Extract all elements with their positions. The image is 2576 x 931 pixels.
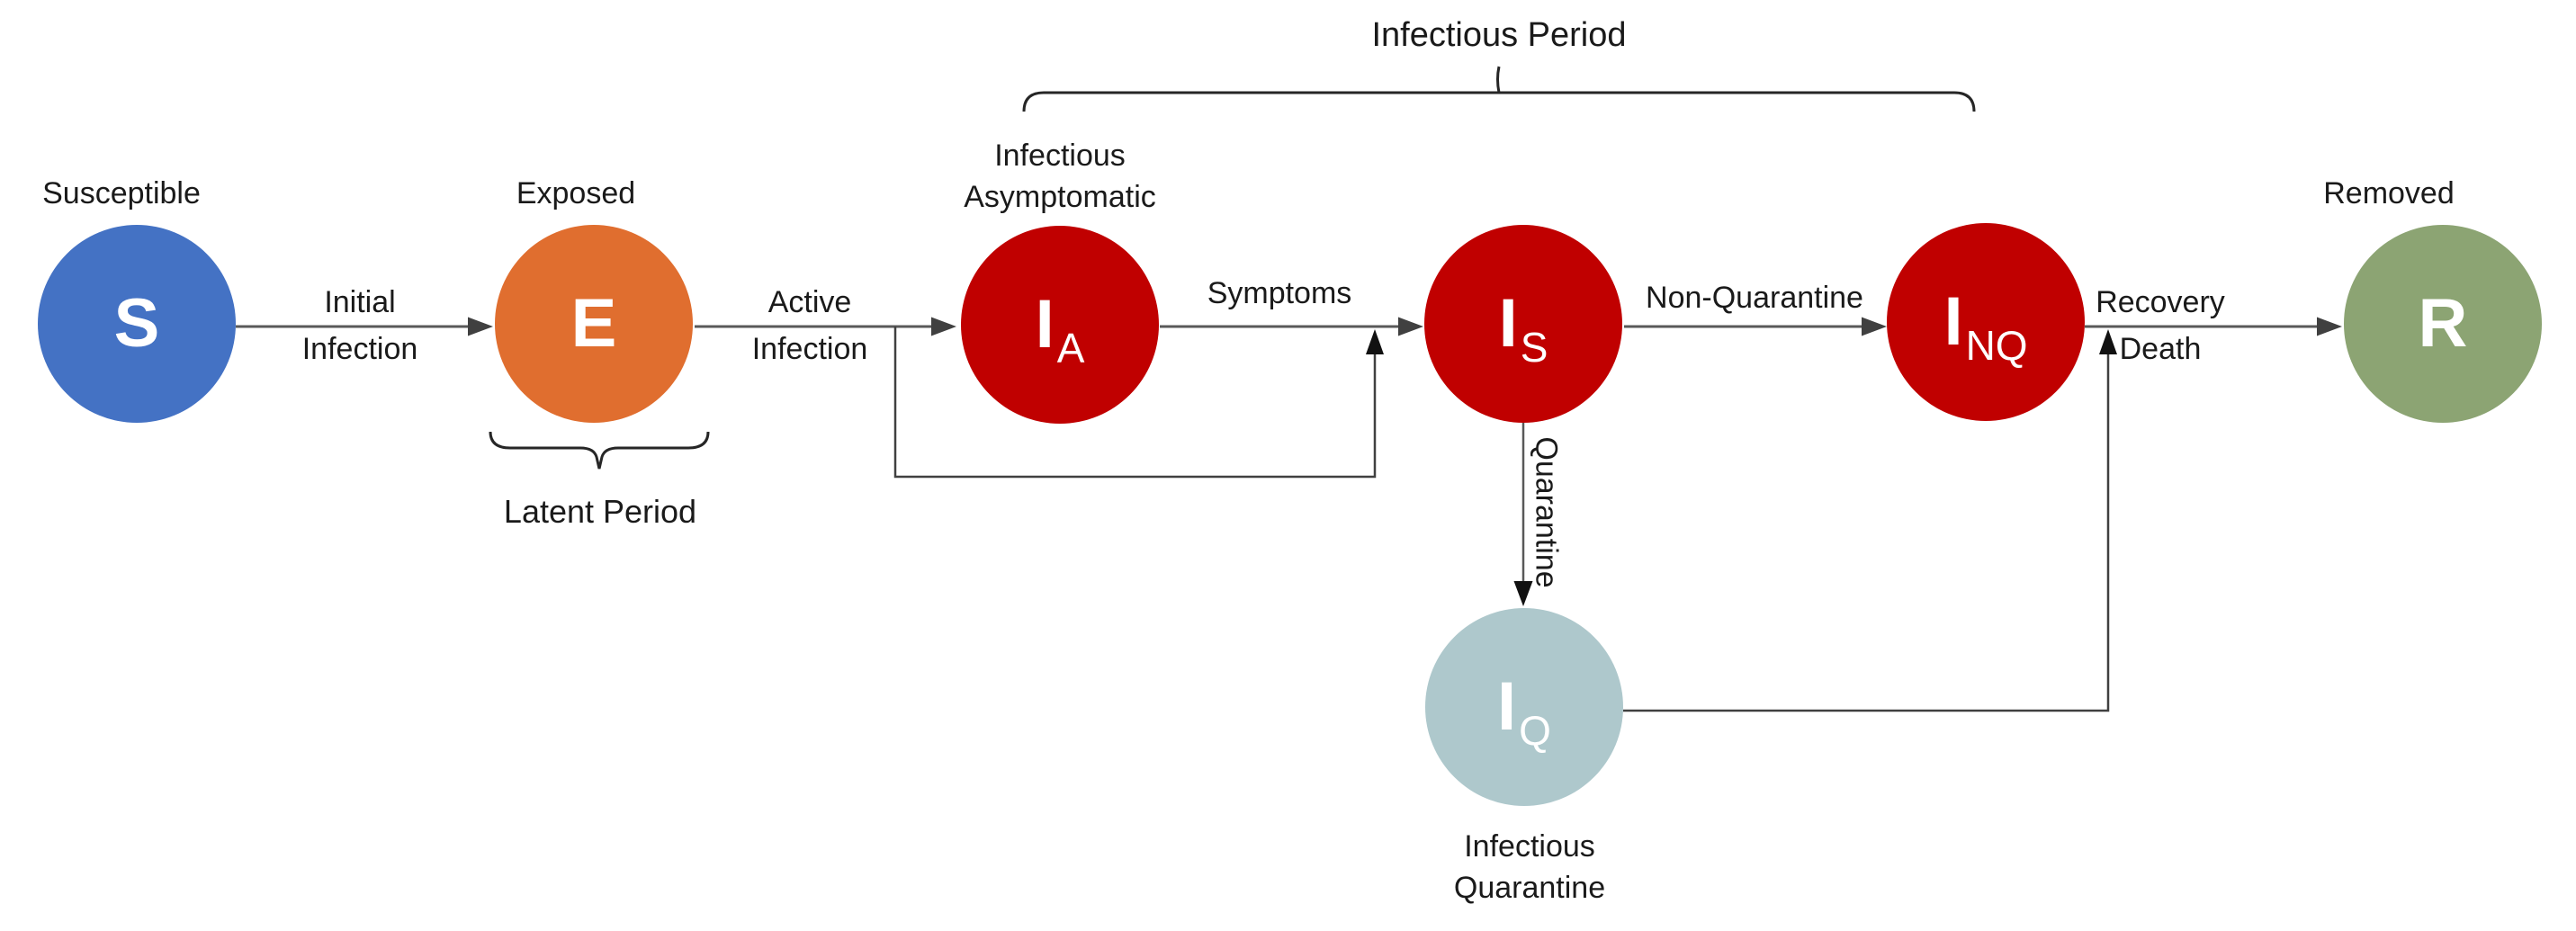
node-infectious-quarantine-subscript: Q — [1519, 707, 1551, 754]
node-infectious-symptomatic-symbol: I — [1498, 285, 1518, 362]
edge-label-active-infection-line2: Infection — [751, 332, 868, 366]
node-exposed: E — [495, 225, 693, 423]
return-iq-to-r-line — [1623, 353, 2110, 712]
edge-label-initial-infection-line2: Infection — [301, 332, 418, 366]
caption-infectious-asymptomatic-line2: Asymptomatic — [964, 180, 1156, 214]
arrow-s-to-e-head — [468, 317, 493, 336]
edge-label-recovery: Recovery — [2096, 285, 2225, 319]
node-infectious-asymptomatic-symbol: I — [1035, 286, 1055, 363]
arrow-inq-to-r-head — [2317, 317, 2342, 336]
caption-susceptible: Susceptible — [42, 176, 201, 210]
edge-label-non-quarantine: Non-Quarantine — [1646, 281, 1863, 315]
node-infectious-symptomatic-subscript: S — [1520, 324, 1548, 371]
brace-infectious-period-tick — [1496, 66, 1501, 94]
bypass-e-to-is-head — [1366, 329, 1384, 354]
node-exposed-symbol: E — [570, 285, 617, 362]
caption-infectious-quarantine-line2: Quarantine — [1453, 871, 1606, 905]
edge-label-quarantine: Quarantine — [1529, 436, 1564, 588]
node-susceptible: S — [38, 225, 236, 423]
caption-infectious-asymptomatic-line1: Infectious — [994, 139, 1126, 173]
arrow-e-to-ia-head — [931, 317, 956, 336]
latent-period-label: Latent Period — [503, 493, 697, 530]
brace-infectious-period — [1022, 91, 1976, 112]
caption-exposed: Exposed — [516, 176, 636, 210]
node-infectious-quarantine-symbol: I — [1497, 668, 1517, 745]
brace-latent-period — [489, 431, 710, 470]
edge-label-death: Death — [2119, 332, 2202, 366]
arrow-is-to-inq-head — [1862, 317, 1887, 336]
arrow-is-to-iq-head — [1513, 581, 1533, 606]
node-infectious-asymptomatic-subscript: A — [1056, 325, 1085, 372]
node-susceptible-symbol: S — [113, 285, 160, 362]
caption-removed: Removed — [2323, 176, 2455, 210]
edge-label-symptoms: Symptoms — [1207, 276, 1352, 310]
node-removed-symbol: R — [2418, 285, 2468, 362]
node-infectious-non-quarantine-subscript: NQ — [1965, 322, 2028, 369]
bypass-e-to-is-line — [893, 327, 1377, 479]
arrow-ia-to-is-head — [1398, 317, 1423, 336]
infectious-period-label: Infectious Period — [1371, 16, 1627, 54]
edge-label-initial: Initial — [324, 285, 396, 319]
node-infectious-non-quarantine-symbol: I — [1943, 283, 1963, 360]
node-removed: R — [2344, 225, 2542, 423]
return-iq-to-r-head — [2099, 329, 2117, 354]
caption-infectious-quarantine-line1: Infectious — [1464, 829, 1595, 864]
edge-label-active: Active — [767, 285, 852, 319]
